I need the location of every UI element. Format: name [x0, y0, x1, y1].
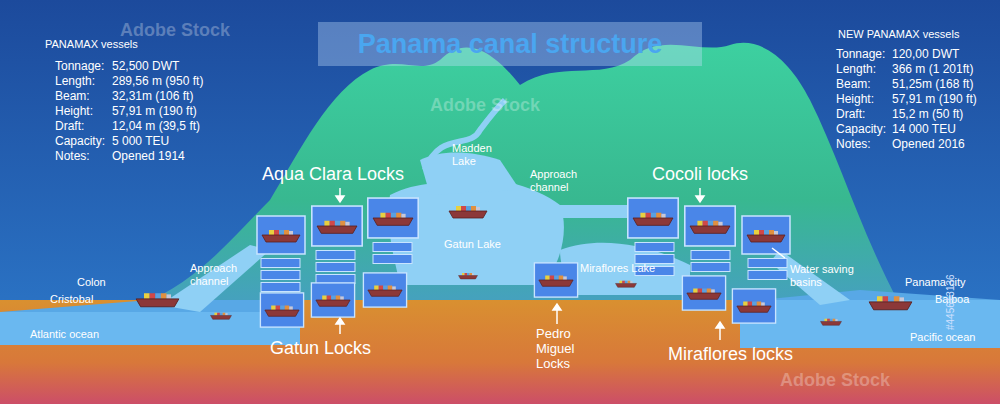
row-value: 57,91 m (190 ft) — [892, 93, 977, 107]
lake-label: Gatun Lake — [444, 238, 501, 251]
row-key: Beam: — [836, 78, 871, 92]
stock-id: #445613136 — [945, 274, 957, 330]
lock-name: Pedro Miguel Locks — [536, 327, 591, 372]
lock-name: Miraflores locks — [668, 344, 793, 365]
row-key: Length: — [836, 63, 876, 77]
row-key: Draft: — [55, 120, 84, 134]
row-value: 366 m (1 201ft) — [892, 63, 973, 77]
ocean-label: Atlantic ocean — [30, 328, 99, 341]
watermark: Adobe Stock — [120, 20, 230, 41]
row-value: 57,91 m (190 ft) — [112, 105, 197, 119]
panel-heading: NEW PANAMAX vessels — [838, 28, 959, 41]
lake-label: Miraflores Lake — [580, 262, 655, 275]
row-value: 120,00 DWT — [892, 48, 959, 62]
place-label: Panama city — [905, 276, 966, 289]
row-value: Opened 1914 — [112, 150, 185, 164]
row-key: Tonnage: — [55, 60, 104, 74]
row-value: 289,56 m (950 ft) — [112, 75, 203, 89]
lock-name: Cocoli locks — [652, 164, 748, 185]
row-value: 12,04 m (39,5 ft) — [112, 120, 200, 134]
place-label: Cristobal — [50, 293, 93, 306]
basin-label: Water saving basins — [790, 263, 860, 288]
row-key: Draft: — [836, 108, 865, 122]
row-key: Tonnage: — [836, 48, 885, 62]
row-key: Capacity: — [55, 135, 105, 149]
channel-label: Approach channel — [190, 262, 245, 287]
row-key: Beam: — [55, 90, 90, 104]
watermark: Adobe Stock — [430, 95, 540, 116]
place-label: Colon — [77, 276, 106, 289]
row-key: Height: — [55, 105, 93, 119]
lake-label: Madden Lake — [452, 142, 502, 167]
lock-name: Gatun Locks — [270, 338, 371, 359]
title-banner: Panama canal structure — [318, 22, 702, 66]
row-value: 32,31m (106 ft) — [112, 90, 193, 104]
row-value: 52,500 DWT — [112, 60, 179, 74]
watermark: Adobe Stock — [780, 370, 890, 391]
row-key: Notes: — [55, 150, 90, 164]
lock-name: Aqua Clara Locks — [262, 164, 404, 185]
row-key: Notes: — [836, 138, 871, 152]
row-value: 5 000 TEU — [112, 135, 169, 149]
ocean-label: Pacific ocean — [910, 331, 975, 344]
row-value: 15,2 m (50 ft) — [892, 108, 963, 122]
row-key: Length: — [55, 75, 95, 89]
row-value: 14 000 TEU — [892, 123, 956, 137]
row-value: Opened 2016 — [892, 138, 965, 152]
row-key: Height: — [836, 93, 874, 107]
row-value: 51,25m (168 ft) — [892, 78, 973, 92]
row-key: Capacity: — [836, 123, 886, 137]
channel-label: Approach channel — [530, 168, 592, 193]
